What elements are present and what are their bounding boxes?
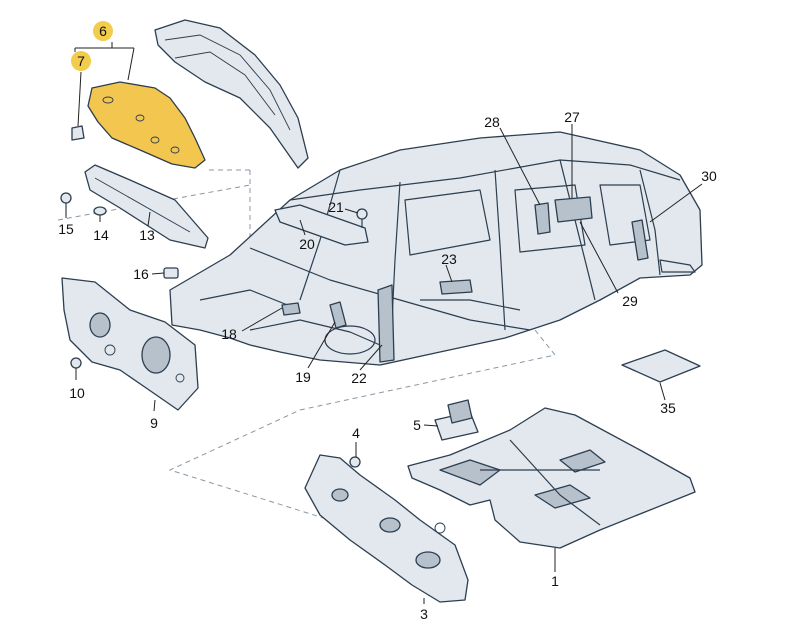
car-body-shell <box>169 131 703 366</box>
cowl-clip <box>356 208 368 228</box>
callout-30: 30 <box>701 168 717 184</box>
callout-20: 20 <box>299 236 315 252</box>
center-tunnel-pad <box>439 279 473 295</box>
callout-28: 28 <box>484 114 500 130</box>
fastener-bolt <box>60 192 72 215</box>
callout-22: 22 <box>351 370 367 386</box>
front-wheelhouse-pad <box>329 301 347 329</box>
a-pillar-pad <box>377 284 395 363</box>
callout-labels: 6 7 15 14 13 16 10 9 18 19 22 20 21 23 2… <box>58 23 717 622</box>
callout-21: 21 <box>328 199 344 215</box>
hood <box>154 19 309 169</box>
callout-6-marker <box>93 21 113 41</box>
firewall-insulation <box>61 277 199 411</box>
callout-14: 14 <box>93 227 109 243</box>
guide-lines <box>57 169 556 521</box>
callout-29: 29 <box>622 293 638 309</box>
callout-9: 9 <box>150 415 158 431</box>
callout-23: 23 <box>441 251 457 267</box>
callout-16: 16 <box>133 266 149 282</box>
callout-7: 7 <box>77 53 85 69</box>
leader-lines <box>65 42 703 604</box>
callout-6: 6 <box>99 23 107 39</box>
callout-35: 35 <box>660 400 676 416</box>
callout-15: 15 <box>58 221 74 237</box>
dashboard-panel <box>304 454 469 603</box>
callout-3: 3 <box>420 606 428 622</box>
trunk-floor-mat <box>621 349 701 383</box>
hood-insulation-holes <box>102 96 180 154</box>
dashboard-clip <box>349 456 361 468</box>
roof-insulation-panel <box>554 196 593 223</box>
hood-insulation-clip <box>71 125 85 141</box>
console-bracket <box>434 399 479 441</box>
callout-13: 13 <box>139 227 155 243</box>
callout-4: 4 <box>352 425 360 441</box>
callout-18: 18 <box>221 326 237 342</box>
bulkhead-seal-strip <box>84 164 209 249</box>
longitudinal-pad <box>281 302 301 316</box>
callout-1: 1 <box>551 573 559 589</box>
rear-quarter-insulation <box>631 219 649 261</box>
small-insulation-pad <box>163 267 179 279</box>
rear-pillar-insulation <box>534 202 551 235</box>
callout-7-marker <box>71 51 91 71</box>
fastener-nut <box>93 206 107 216</box>
callout-10: 10 <box>69 385 85 401</box>
grommet <box>70 357 82 369</box>
floor-carpet <box>407 407 696 549</box>
hood-insulation-mat <box>87 81 206 169</box>
callout-5: 5 <box>413 417 421 433</box>
callout-19: 19 <box>295 369 311 385</box>
callout-27: 27 <box>564 109 580 125</box>
cowl-cover <box>274 204 369 246</box>
